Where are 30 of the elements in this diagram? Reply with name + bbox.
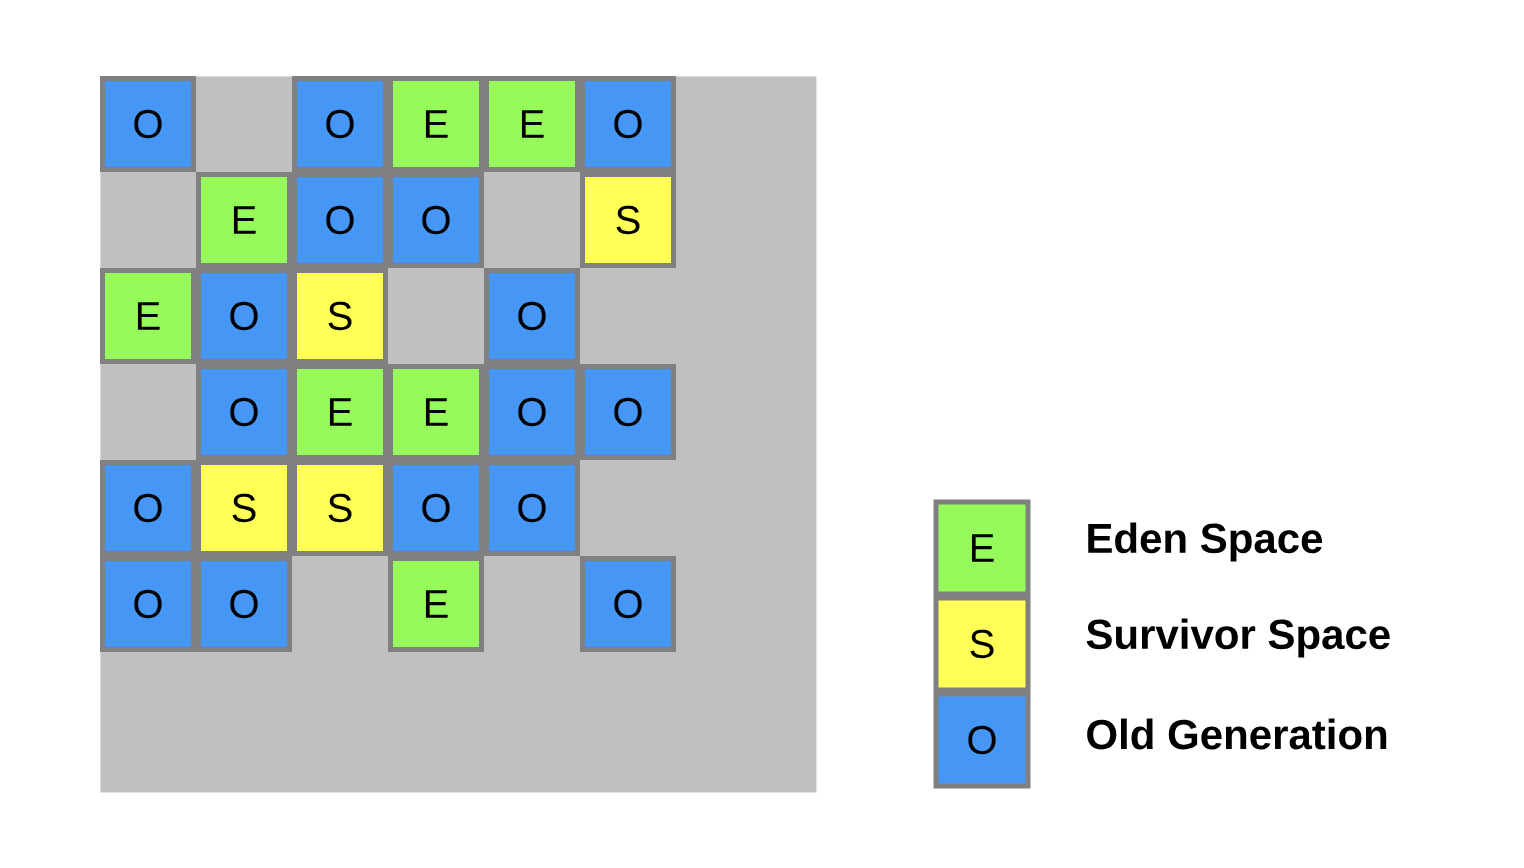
region-box: O bbox=[580, 556, 676, 652]
region-box: O bbox=[292, 172, 388, 268]
region-box: O bbox=[196, 364, 292, 460]
region-box: O bbox=[100, 556, 196, 652]
region-box: O bbox=[100, 460, 196, 556]
region-box: E bbox=[388, 556, 484, 652]
region-box: O bbox=[484, 268, 580, 364]
region-box: E bbox=[388, 364, 484, 460]
region-box: E bbox=[196, 172, 292, 268]
region-box: O bbox=[484, 460, 580, 556]
legend-label: Survivor Space bbox=[1086, 618, 1390, 658]
region-box: O bbox=[292, 76, 388, 172]
region-box: O bbox=[388, 460, 484, 556]
region-box: O bbox=[580, 364, 676, 460]
region-box: S bbox=[292, 268, 388, 364]
region-box: O bbox=[580, 76, 676, 172]
region-box: O bbox=[100, 76, 196, 172]
region-box: O bbox=[196, 268, 292, 364]
region-box: E bbox=[100, 268, 196, 364]
region-box: S bbox=[196, 460, 292, 556]
region-box: S bbox=[580, 172, 676, 268]
region-box: E bbox=[388, 76, 484, 172]
region-box: O bbox=[196, 556, 292, 652]
region-box: O bbox=[484, 364, 580, 460]
region-box: E bbox=[484, 76, 580, 172]
region-box: S bbox=[292, 460, 388, 556]
legend-label: Old Generation bbox=[1087, 718, 1387, 750]
legend-label: Eden Space bbox=[1088, 522, 1323, 562]
region-box: E bbox=[292, 364, 388, 460]
region-box: O bbox=[388, 172, 484, 268]
